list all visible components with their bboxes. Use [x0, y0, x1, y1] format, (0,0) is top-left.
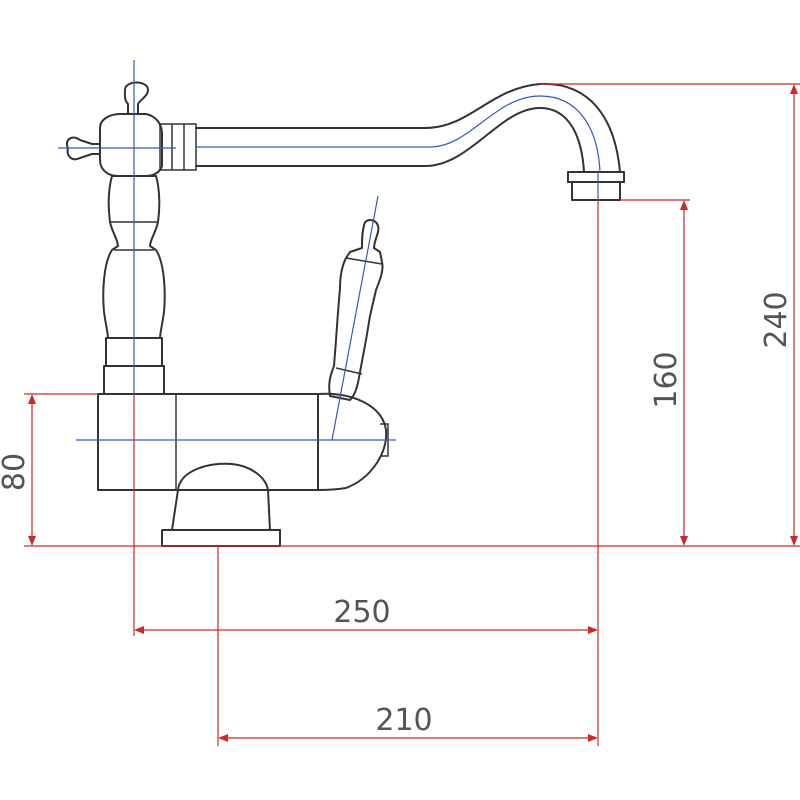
- dim-reach-from-base-label: 210: [375, 703, 432, 738]
- dimension-lines: 80 160 240 250 210: [0, 83, 800, 746]
- dim-outlet-height-label: 160: [649, 351, 684, 408]
- spout: [159, 82, 625, 201]
- dim-reach-total-label: 250: [333, 595, 390, 630]
- dim-reach-from-base: 210: [218, 703, 598, 742]
- faucet-outline: [66, 81, 625, 547]
- center-axes: [58, 60, 601, 441]
- dim-reach-total: 250: [134, 595, 598, 634]
- lever-axis: [331, 195, 379, 441]
- column: [66, 81, 166, 395]
- dim-outlet-height: 160: [649, 200, 688, 546]
- dim-base-height: 80: [0, 394, 36, 546]
- spout-arc-axis: [429, 95, 601, 173]
- mixer-body: [97, 392, 389, 547]
- dim-overall-height: 240: [759, 84, 798, 546]
- dim-base-height-label: 80: [0, 453, 32, 491]
- dim-overall-height-label: 240: [759, 291, 794, 348]
- lever-handle: [328, 219, 384, 401]
